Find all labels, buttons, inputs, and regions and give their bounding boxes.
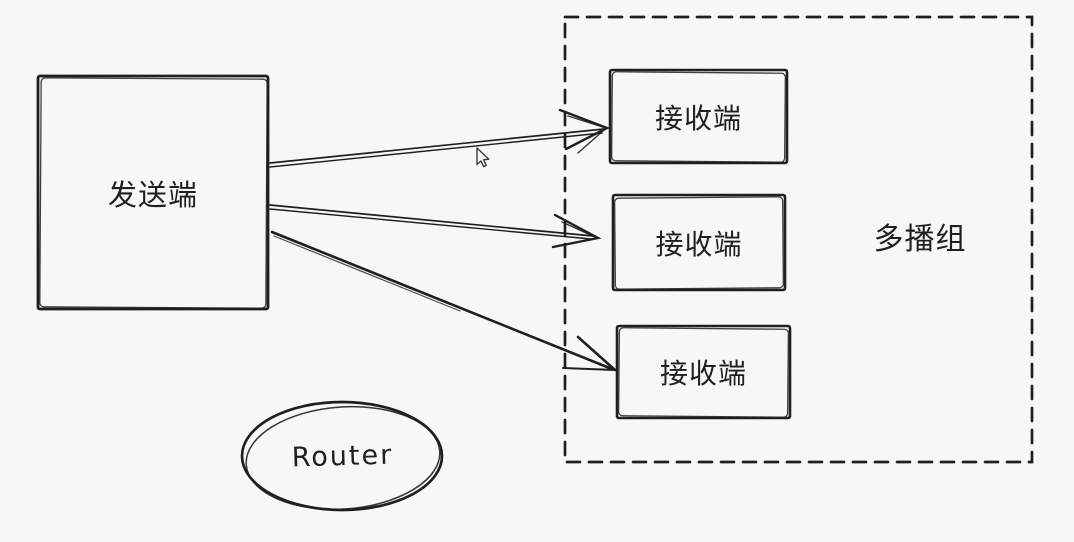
receiver-box-1: [608, 68, 789, 165]
sender-box: [36, 74, 270, 311]
mouse-cursor-icon: [476, 147, 490, 168]
receiver-box-2: [611, 193, 787, 292]
multicast-group-boundary: [563, 15, 1034, 464]
arrow-sender-to-receiver-1: [269, 108, 610, 168]
arrow-sender-to-receiver-2: [269, 204, 602, 249]
arrow-sender-to-receiver-3: [270, 230, 617, 372]
receiver-box-3: [615, 324, 792, 420]
router-ellipse: [240, 400, 444, 512]
